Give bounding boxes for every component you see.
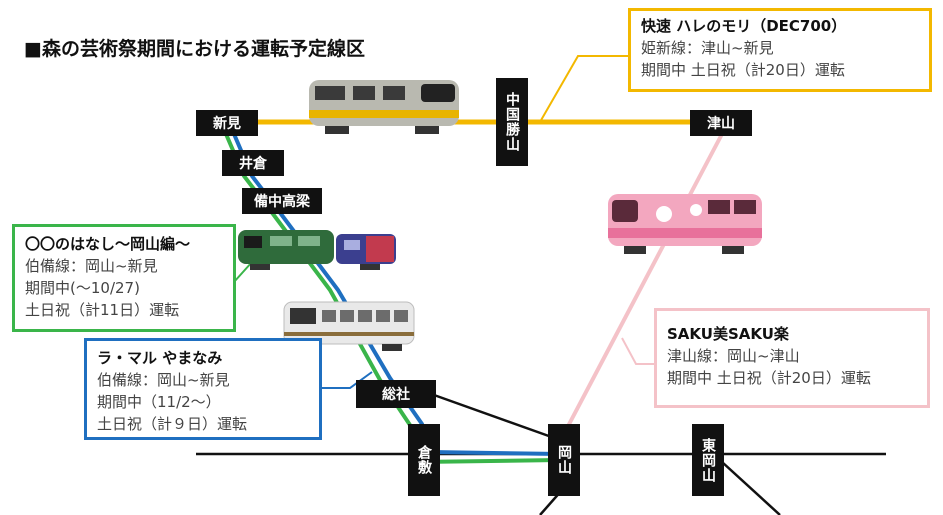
callout-saku-line2: 期間中 土日祝（計20日）運転 [667, 369, 871, 387]
station-okayama: 岡山 [548, 424, 580, 496]
station-bitchu-takahashi: 備中高梁 [242, 188, 322, 214]
station-higashi-okayama: 東岡山 [692, 424, 724, 496]
callout-la-malle-line2: 期間中（11/2～） [97, 393, 221, 411]
callout-hanashi-line3: 土日祝（計11日）運転 [25, 301, 180, 319]
callout-hanashi: 〇〇のはなし～岡山編～ 伯備線：岡山~新見 期間中(～10/27) 土日祝（計1… [12, 224, 236, 332]
callout-saku-name: SAKU美SAKU楽 [667, 325, 789, 343]
callout-saku-line1: 津山線：岡山~津山 [667, 347, 800, 365]
saku-callout-leader [621, 337, 658, 365]
train-saku-icon [608, 194, 762, 254]
soja-okayama-line [419, 388, 561, 442]
callout-hare-line1: 姫新線：津山~新見 [641, 39, 774, 57]
la-malle-callout-leader [320, 371, 373, 389]
train-la-malle-icon [283, 301, 415, 351]
station-niimi: 新見 [196, 110, 258, 136]
callout-hanashi-line2: 期間中(～10/27) [25, 279, 140, 297]
hare-callout-leader [539, 55, 632, 123]
callout-hanashi-line1: 伯備線：岡山~新見 [25, 257, 158, 275]
callout-la-malle-line3: 土日祝（計９日）運転 [97, 415, 248, 433]
callout-hare-no-mori: 快速 ハレのモリ（DEC700） 姫新線：津山~新見 期間中 土日祝（計20日）… [628, 8, 932, 92]
callout-hare-line2: 期間中 土日祝（計20日）運転 [641, 61, 845, 79]
train-dec700-icon [309, 80, 459, 134]
callout-la-malle: ラ・マル やまなみ 伯備線：岡山~新見 期間中（11/2～） 土日祝（計９日）運… [84, 338, 322, 440]
station-soja: 総社 [356, 380, 436, 408]
higashi-okayama-line [721, 461, 781, 515]
station-kurashiki: 倉敷 [408, 424, 440, 496]
station-tsuyama: 津山 [690, 110, 752, 136]
callout-hanashi-name: 〇〇のはなし～岡山編～ [25, 235, 191, 253]
callout-la-malle-line1: 伯備線：岡山~新見 [97, 371, 230, 389]
tsuyama-line [564, 133, 724, 431]
callout-saku: SAKU美SAKU楽 津山線：岡山~津山 期間中 土日祝（計20日）運転 [654, 308, 930, 408]
callout-hare-name: 快速 ハレのモリ（DEC700） [641, 17, 847, 35]
callout-la-malle-name: ラ・マル やまなみ [97, 349, 223, 367]
station-chugoku-katsuyama: 中国勝山 [496, 78, 528, 166]
station-ikura: 井倉 [222, 150, 284, 176]
train-hanashi-icon [238, 230, 396, 270]
diagram-title: ■森の芸術祭期間における運転予定線区 [24, 38, 365, 60]
